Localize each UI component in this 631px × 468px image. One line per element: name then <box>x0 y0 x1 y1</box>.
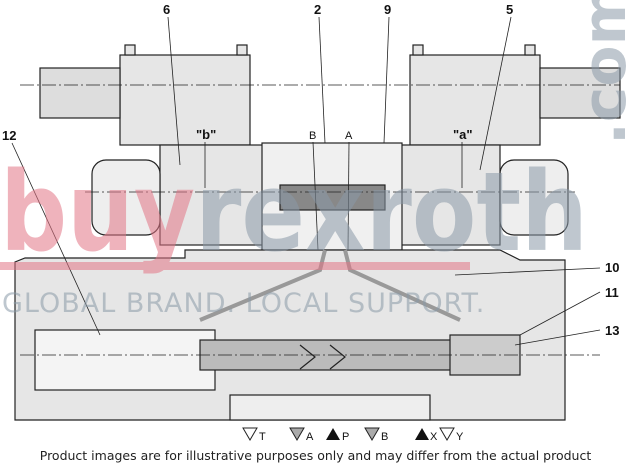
pilot-port-a: A <box>345 130 353 142</box>
connector-left <box>39 67 121 119</box>
watermark: buyrexroth .com <box>0 0 631 276</box>
coil-nut-right <box>499 159 569 236</box>
watermark-brand-a: buy <box>0 148 195 276</box>
solenoid-label-a: "a" <box>453 127 473 142</box>
port-y-label: Y <box>456 431 464 443</box>
coil-nut-left <box>91 159 161 236</box>
port-b-label: B <box>381 431 388 443</box>
callout-13: 13 <box>605 323 619 338</box>
solenoid-b-housing <box>119 54 251 146</box>
callout-5: 5 <box>506 2 513 17</box>
solenoid-a-housing <box>409 54 541 146</box>
callout-6: 6 <box>163 2 170 17</box>
port-x-marker <box>415 428 429 440</box>
watermark-brand: buyrexroth <box>0 148 588 276</box>
callout-10: 10 <box>605 260 619 275</box>
connector-right <box>539 67 621 119</box>
port-a-marker <box>289 427 305 441</box>
watermark-brand-b: rexroth <box>195 148 588 276</box>
watermark-tagline: GLOBAL BRAND. LOCAL SUPPORT. <box>2 288 485 319</box>
port-p-marker <box>326 428 340 440</box>
port-t-marker <box>242 427 258 441</box>
port-b-marker <box>364 427 380 441</box>
callout-12: 12 <box>2 128 16 143</box>
port-t-label: T <box>259 431 266 443</box>
callout-11: 11 <box>605 285 619 300</box>
pilot-port-b: B <box>309 130 316 142</box>
callout-9: 9 <box>384 2 391 17</box>
solenoid-label-b: "b" <box>196 127 216 142</box>
port-a-label: A <box>306 431 314 443</box>
port-p-label: P <box>342 431 349 443</box>
watermark-suffix: .com <box>570 0 631 145</box>
port-x-label: X <box>430 431 438 443</box>
port-markers <box>242 427 455 441</box>
disclaimer-footer: Product images are for illustrative purp… <box>39 448 592 463</box>
port-y-marker <box>439 427 455 441</box>
callout-2: 2 <box>314 2 321 17</box>
